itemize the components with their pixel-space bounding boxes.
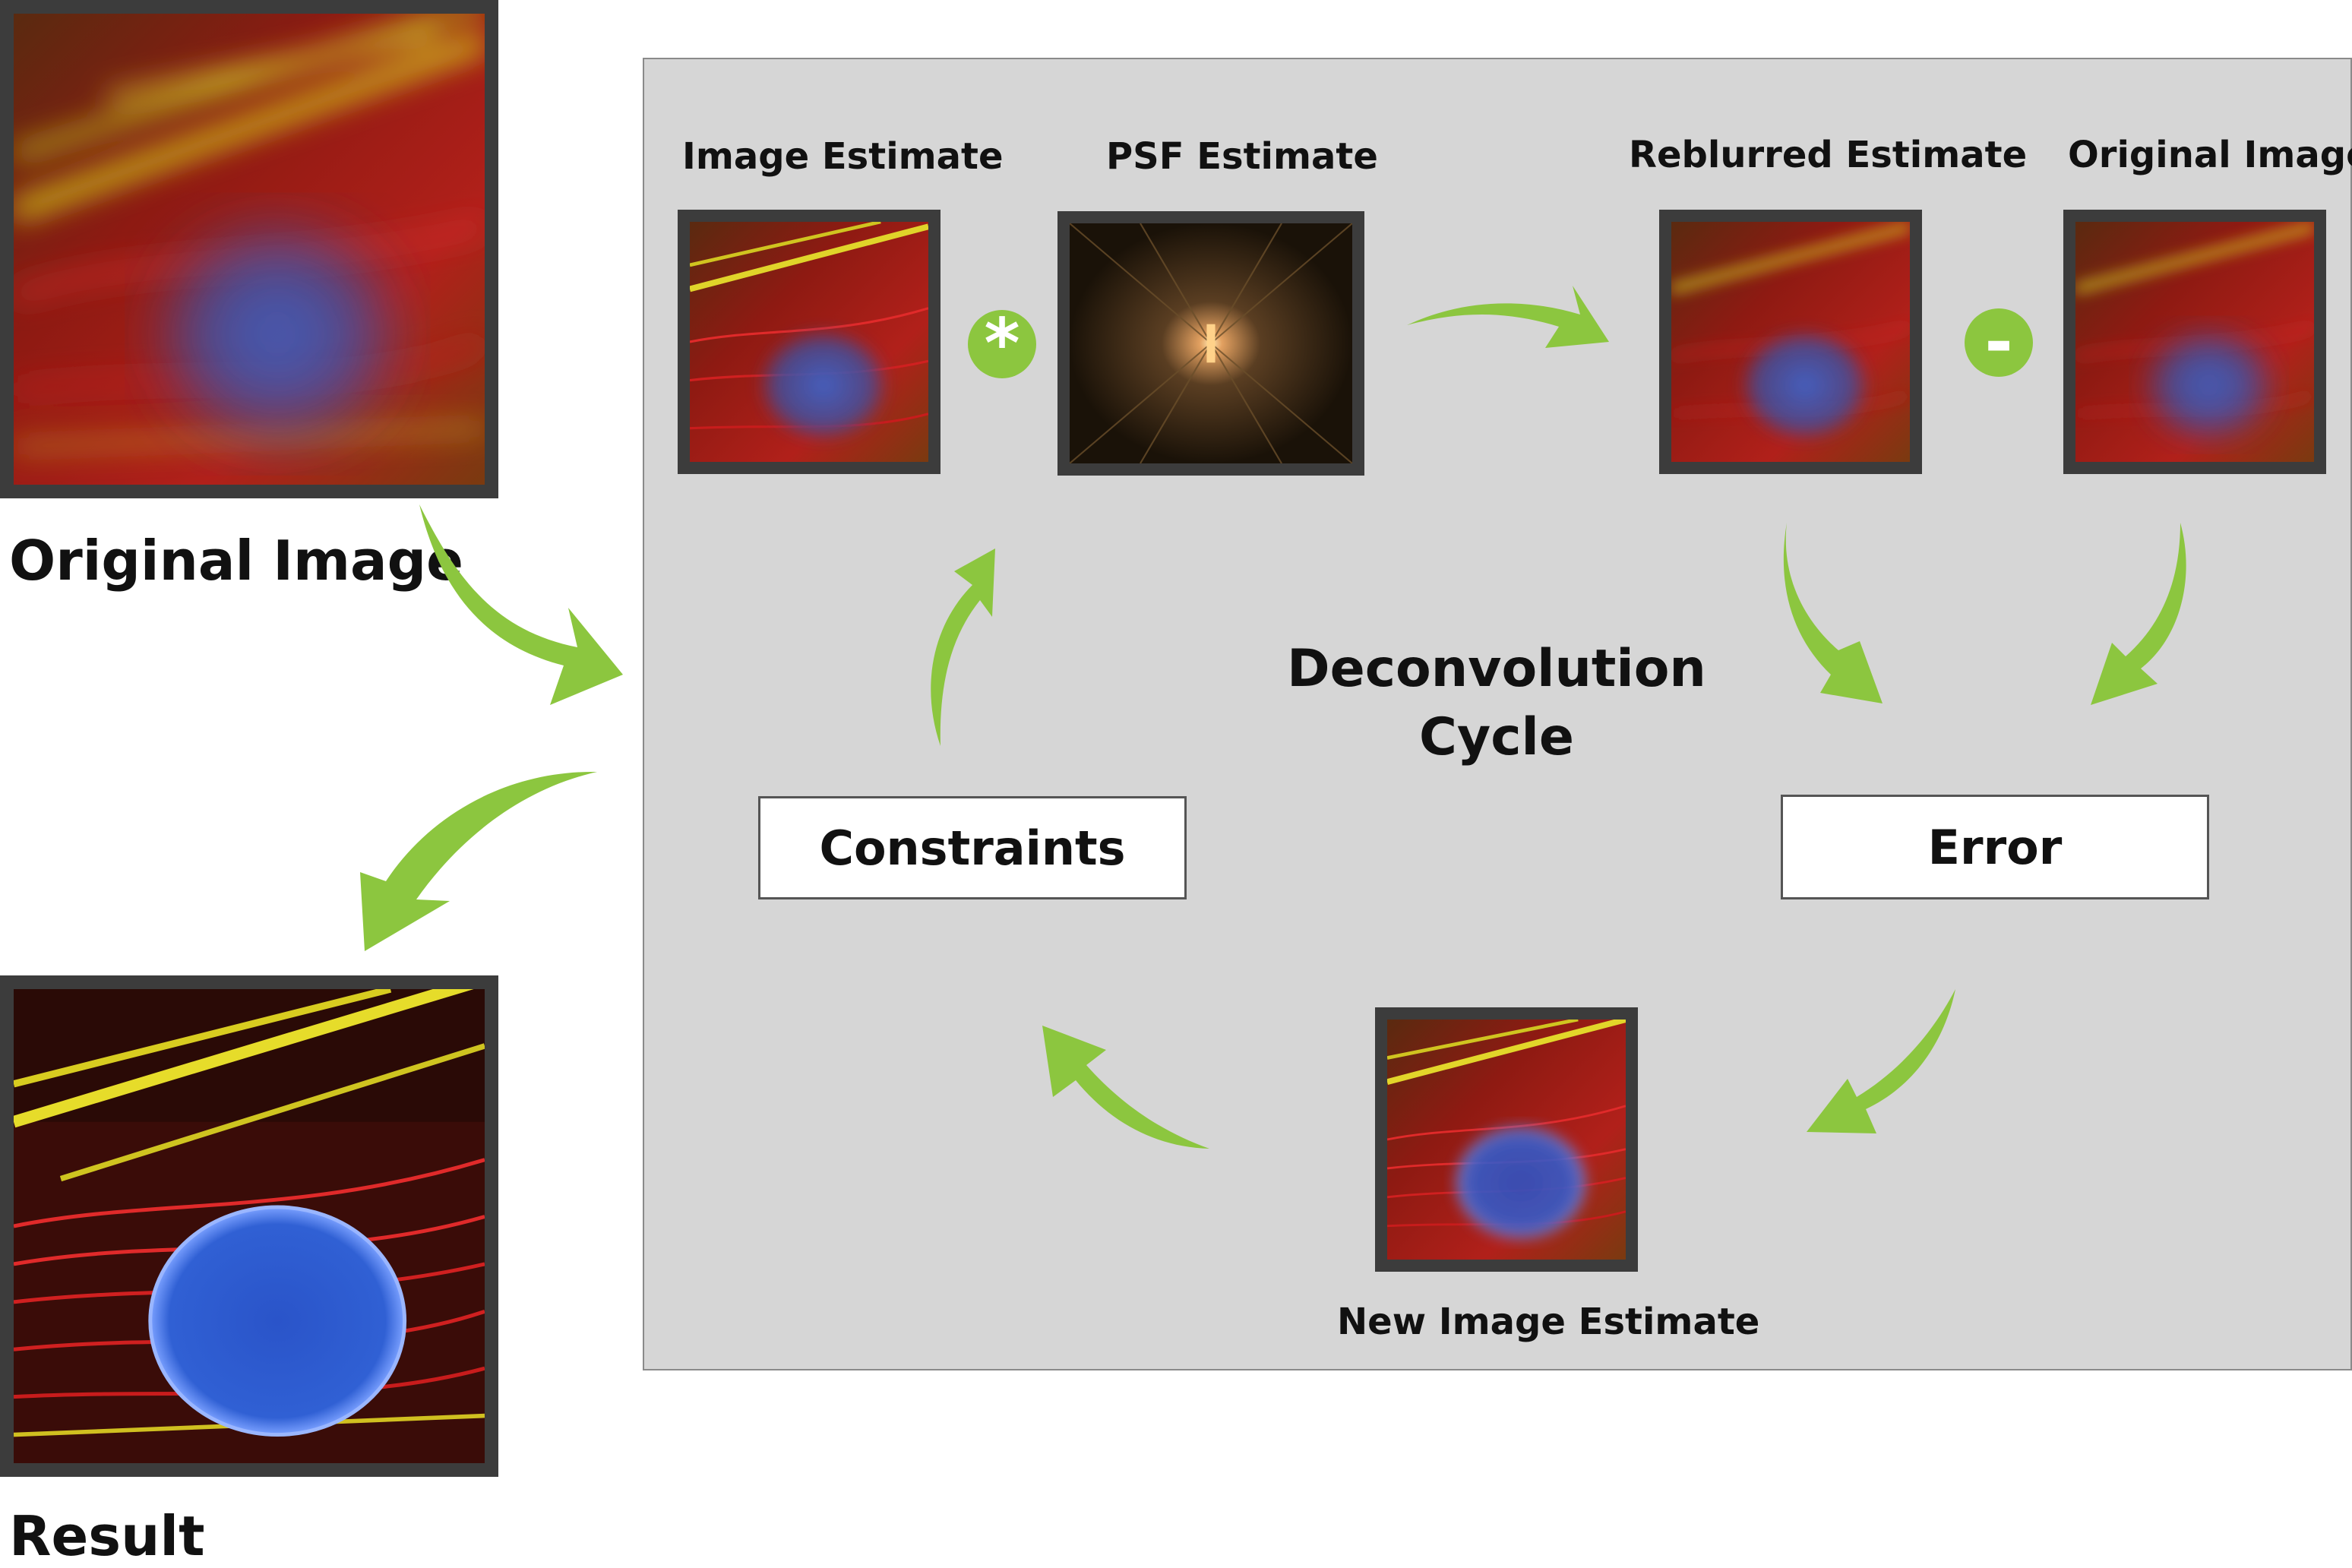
cycle-title-line1: Deconvolution <box>1287 639 1706 699</box>
cycle-title-line2: Cycle <box>1419 707 1574 767</box>
reblurred-estimate-label: Reblurred Estimate <box>1629 134 2028 176</box>
subtract-operator-icon: - <box>1965 308 2033 377</box>
original-image-cycle-thumbnail <box>2063 210 2326 474</box>
arrow-cycle-to-result <box>360 771 597 951</box>
result-image-thumbnail <box>0 975 498 1477</box>
deconvolution-cycle-title: Deconvolution Cycle <box>1269 635 1724 772</box>
new-image-estimate-thumbnail <box>1375 1007 1638 1272</box>
original-image-thumbnail <box>0 0 498 498</box>
psf-estimate-thumbnail <box>1057 211 1364 476</box>
result-label: Result <box>9 1504 205 1568</box>
reblurred-estimate-thumbnail <box>1659 210 1922 474</box>
psf-estimate-label: PSF Estimate <box>1106 135 1378 178</box>
convolve-operator-icon: * <box>968 310 1036 378</box>
original-image-label: Original Image <box>9 529 463 593</box>
new-image-estimate-label: New Image Estimate <box>1337 1301 1760 1343</box>
image-estimate-thumbnail <box>678 210 940 474</box>
error-box: Error <box>1781 795 2209 899</box>
constraints-box: Constraints <box>758 796 1187 899</box>
image-estimate-label: Image Estimate <box>682 135 1004 178</box>
original-image-cycle-label: Original Image <box>2068 134 2352 176</box>
